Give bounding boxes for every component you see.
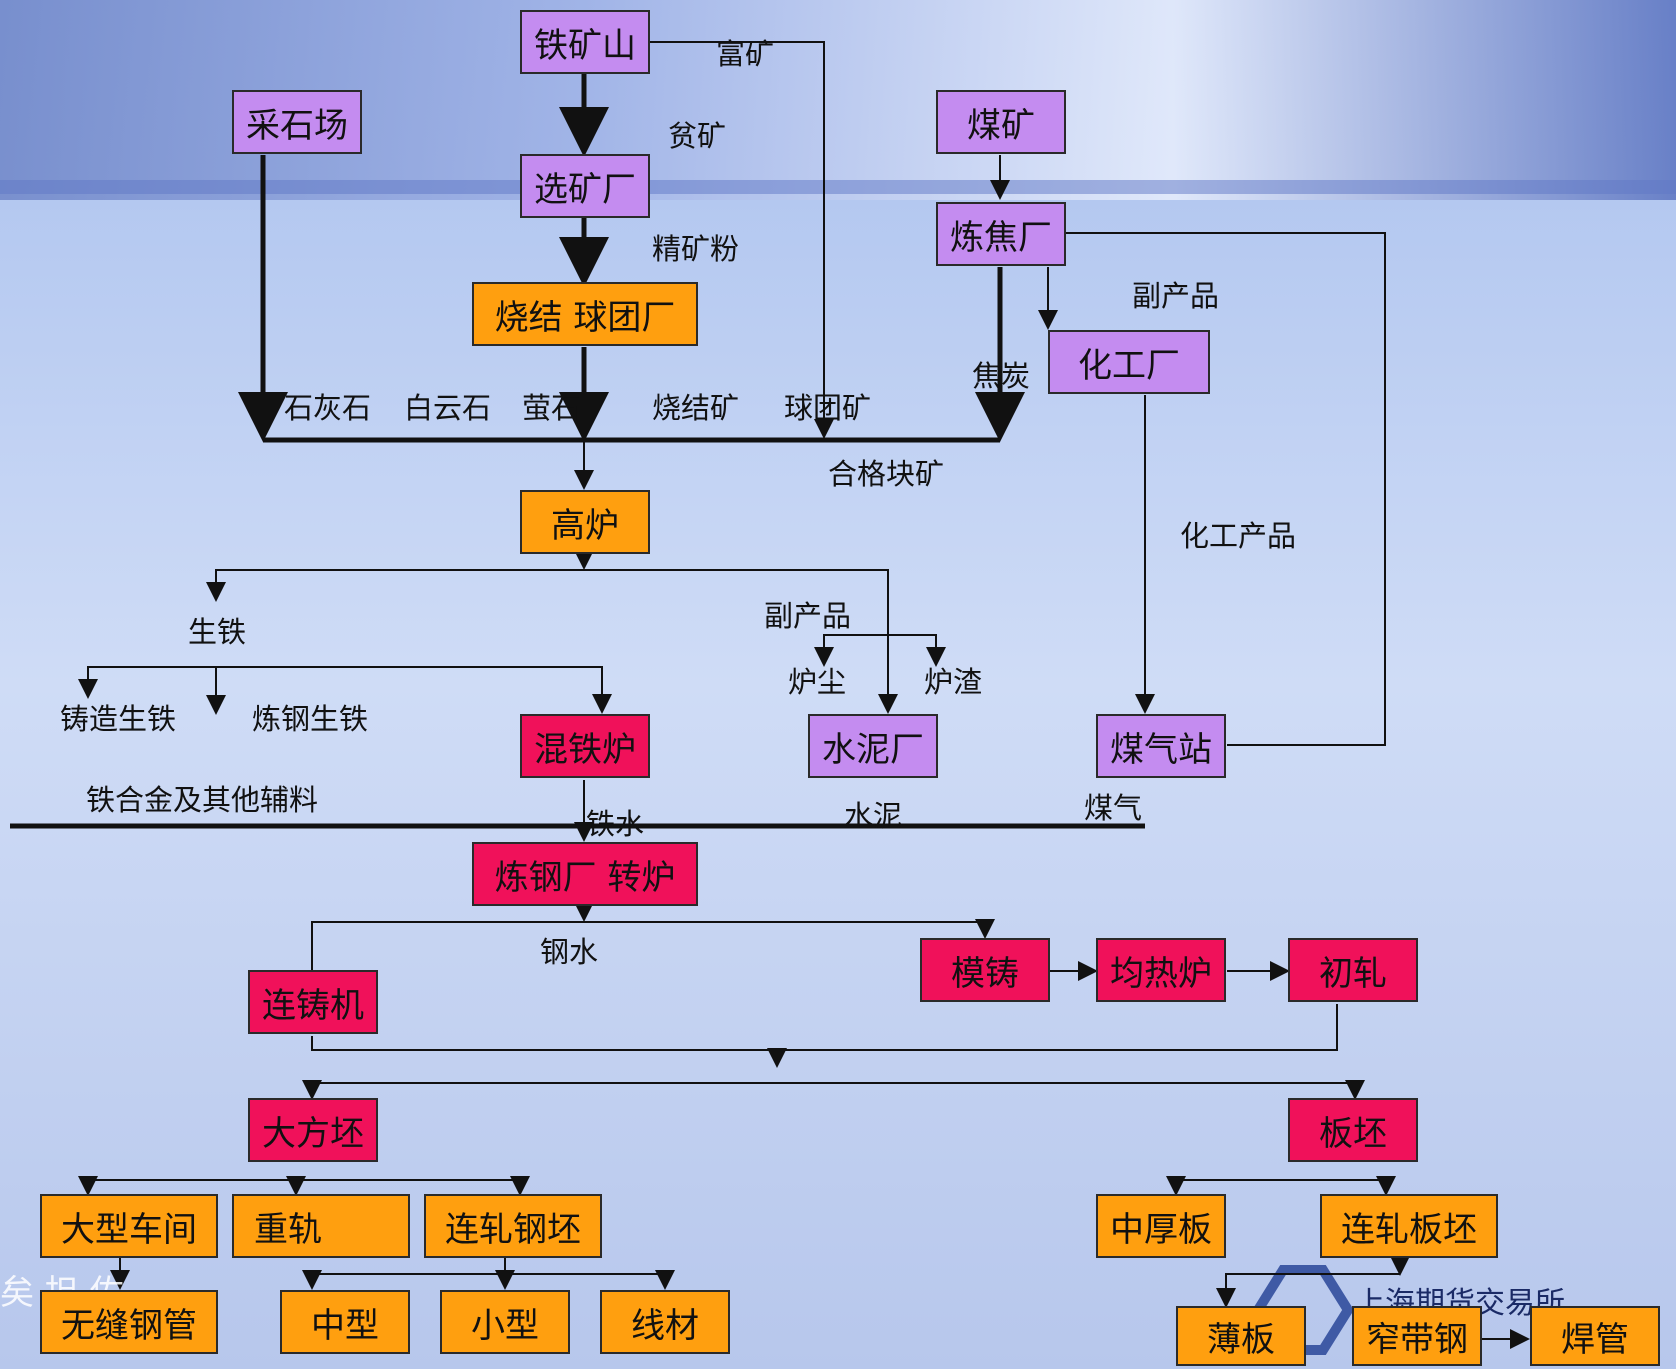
node-chemical-plant: 化工厂 (1048, 330, 1210, 394)
label-pellet-ore: 球团矿 (784, 391, 872, 425)
label-hot-metal: 铁水 (586, 807, 645, 841)
label-rich-ore: 富矿 (716, 37, 775, 71)
node-coal-mine: 煤矿 (936, 90, 1066, 154)
label-pig-iron: 生铁 (188, 615, 247, 649)
node-billet: 连轧钢坯 (424, 1194, 602, 1258)
connectors (10, 41, 1530, 1349)
label-lean-ore: 贫矿 (668, 119, 727, 153)
node-iron-mine: 铁矿山 (520, 10, 650, 74)
node-thin-sheet: 薄板 (1176, 1306, 1306, 1366)
label-coke-byproduct: 副产品 (1132, 279, 1220, 313)
label-cement: 水泥 (844, 799, 903, 833)
node-medium-plate: 中厚板 (1096, 1194, 1226, 1258)
label-bf-byproduct: 副产品 (764, 599, 852, 633)
label-gas: 煤气 (1084, 791, 1143, 825)
label-lump-ore: 合格块矿 (828, 457, 945, 491)
node-blooming: 初轧 (1288, 938, 1418, 1002)
node-small-section: 小型 (440, 1290, 570, 1354)
node-welded-pipe: 焊管 (1530, 1306, 1660, 1366)
label-foundry-iron: 铸造生铁 (60, 702, 177, 736)
node-concentrator: 选矿厂 (520, 154, 650, 218)
label-steelmaking-iron: 炼钢生铁 (252, 702, 369, 736)
label-ferroalloy: 铁合金及其他辅料 (86, 783, 319, 817)
label-coke: 焦炭 (972, 359, 1031, 393)
label-molten-steel: 钢水 (540, 935, 599, 969)
node-bloom: 大方坯 (248, 1098, 378, 1162)
node-narrow-strip: 窄带钢 (1352, 1306, 1482, 1366)
node-continuous-caster: 连铸机 (248, 970, 378, 1034)
node-slab: 板坯 (1288, 1098, 1418, 1162)
node-gas-station: 煤气站 (1096, 714, 1226, 778)
label-dolomite: 白云石 (404, 391, 492, 425)
node-coking-plant: 炼焦厂 (936, 202, 1066, 266)
node-mixer: 混铁炉 (520, 714, 650, 778)
node-blast-furnace: 高炉 (520, 490, 650, 554)
node-cont-slab: 连轧板坯 (1320, 1194, 1498, 1258)
node-steel-plant: 炼钢厂 转炉 (472, 842, 698, 906)
node-ingot-casting: 模铸 (920, 938, 1050, 1002)
node-sinter-pellet: 烧结 球团厂 (472, 282, 698, 346)
node-quarry: 采石场 (232, 90, 362, 154)
node-cement-plant: 水泥厂 (808, 714, 938, 778)
label-sinter-ore: 烧结矿 (652, 391, 740, 425)
node-heavy-rail: 重轨 (232, 1194, 410, 1258)
label-slag: 炉渣 (924, 665, 983, 699)
node-medium-section: 中型 (280, 1290, 410, 1354)
label-limestone: 石灰石 (284, 391, 372, 425)
node-seamless-pipe: 无缝钢管 (40, 1290, 218, 1354)
label-fluorite: 萤石 (522, 391, 581, 425)
node-soaking-pit: 均热炉 (1096, 938, 1226, 1002)
node-large-mill: 大型车间 (40, 1194, 218, 1258)
node-wire-rod: 线材 (600, 1290, 730, 1354)
label-chem-products: 化工产品 (1180, 519, 1297, 553)
label-concentrate: 精矿粉 (652, 232, 740, 266)
label-dust: 炉尘 (788, 665, 847, 699)
